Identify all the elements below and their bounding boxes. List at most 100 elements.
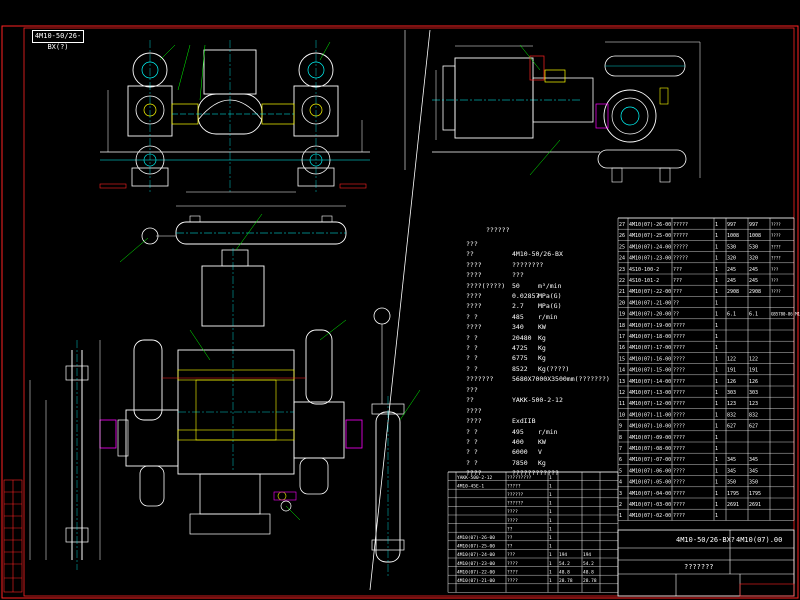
parts-cell-name: ???? xyxy=(673,435,685,441)
spec-key: ???? xyxy=(466,292,482,300)
bottom-cell-code: YAKK-500-2-12 xyxy=(457,475,493,481)
spec-key: ? ? xyxy=(466,448,478,457)
parts-cell-wt: 191 xyxy=(727,368,736,374)
parts-cell-name: ???? xyxy=(673,502,685,508)
parts-cell-qty: 1 xyxy=(715,278,718,284)
bottom-list-table: YAKK-500-2-12?????????14M10-45E-1?????1?… xyxy=(447,471,619,593)
parts-cell-code: 4M10(07)-16-00 xyxy=(629,356,671,362)
parts-cell-wt: 245 xyxy=(727,267,736,273)
parts-cell-mat: ??? xyxy=(771,267,779,272)
spec-key: ??? xyxy=(466,386,478,394)
specs-header: ?????? xyxy=(486,226,510,234)
bottom-cell-qty: 1 xyxy=(549,492,552,498)
parts-cell-name: ???? xyxy=(673,334,685,340)
parts-cell-qty: 1 xyxy=(715,491,718,497)
parts-cell-no: 6 xyxy=(619,457,622,463)
spec-unit: Kg xyxy=(538,344,546,352)
parts-cell-code: 4M10(07)-22-00 xyxy=(629,289,671,295)
parts-cell-wt: 627 xyxy=(727,424,736,430)
parts-cell-no: 22 xyxy=(619,278,625,284)
parts-cell-no: 18 xyxy=(619,323,625,329)
parts-cell-code: 4M10(07)-12-00 xyxy=(629,401,671,407)
spec-row: ??????? xyxy=(466,271,636,280)
parts-cell-wt: 832 xyxy=(727,412,736,418)
spec-key: ? ? xyxy=(466,354,478,363)
spec-value: 340 xyxy=(512,323,524,332)
bottom-cell-qty: 1 xyxy=(549,526,552,532)
parts-cell-code: 4S10-100-2 xyxy=(629,267,659,273)
parts-cell-code: 4M10(07)-06-00 xyxy=(629,468,671,474)
parts-cell-wt: 6.1 xyxy=(727,312,736,318)
parts-cell-wt: 123 xyxy=(727,401,736,407)
parts-cell-no: 15 xyxy=(619,356,625,362)
spec-unit: Kg(????) xyxy=(538,364,570,373)
spec-key: ???? xyxy=(466,469,482,478)
title-drawing-code: 4M10(07).00 xyxy=(736,536,782,544)
parts-cell-name: ??? xyxy=(673,289,682,295)
parts-cell-qty: 1 xyxy=(715,334,718,340)
parts-cell-qty: 1 xyxy=(715,222,718,228)
spec-row: ???????????????? xyxy=(466,469,636,478)
parts-cell-mat: ???? xyxy=(771,244,781,249)
parts-cell-name: ???? xyxy=(673,424,685,430)
title-drawing-id: 4M10-50/26-BX? xyxy=(676,536,735,544)
spec-value: 400 xyxy=(512,438,524,446)
spec-key: ? ? xyxy=(466,458,478,467)
parts-cell-wt: 303 xyxy=(727,390,736,396)
spec-row: ??? xyxy=(466,240,636,249)
bottom-cell-wt: 194 xyxy=(559,552,567,558)
parts-cell-qty: 1 xyxy=(715,345,718,351)
spec-value: ???????? xyxy=(512,260,544,269)
parts-cell-total: 1795 xyxy=(749,491,761,497)
parts-cell-no: 13 xyxy=(619,379,625,385)
bottom-cell-qty: 1 xyxy=(549,475,552,481)
spec-row: ???????5680X7000X3500mm(???????) xyxy=(466,375,636,384)
spec-row: ????ExdIIB xyxy=(466,417,636,426)
spec-value: 495 xyxy=(512,427,524,436)
parts-cell-total: 245 xyxy=(749,278,758,284)
spec-key: ? ? xyxy=(466,312,478,321)
parts-cell-no: 17 xyxy=(619,334,625,340)
spec-key: ???? xyxy=(466,323,482,332)
parts-cell-name: ???? xyxy=(673,345,685,351)
parts-cell-code: 4M10(07)-20-00 xyxy=(629,312,671,318)
spec-key: ? ? xyxy=(466,344,478,352)
technical-specs: ?????? ?????4M10-50/26-BX???????????????… xyxy=(466,226,636,477)
spec-row: ??? xyxy=(466,386,636,395)
parts-cell-name: ???? xyxy=(673,401,685,407)
bottom-cell-code: 4M10(07)-22-00 xyxy=(457,569,495,575)
parts-cell-qty: 1 xyxy=(715,267,718,273)
parts-cell-total: 345 xyxy=(749,468,758,474)
parts-cell-no: 26 xyxy=(619,233,625,239)
parts-cell-code: 4M10(07)-07-00 xyxy=(629,457,671,463)
parts-cell-wt: 345 xyxy=(727,457,736,463)
parts-cell-name: ??? xyxy=(673,267,682,273)
bottom-cell-qty: 1 xyxy=(549,578,552,584)
bottom-cell-name: ???? xyxy=(507,578,518,584)
parts-cell-name: ???? xyxy=(673,323,685,329)
parts-cell-total: 191 xyxy=(749,368,758,374)
parts-cell-name: ???? xyxy=(673,446,685,452)
parts-cell-total: 350 xyxy=(749,480,758,486)
sheet-frame xyxy=(1,25,799,599)
bottom-cell-qty: 1 xyxy=(549,509,552,515)
parts-cell-total: 345 xyxy=(749,457,758,463)
parts-cell-wt: 320 xyxy=(727,256,736,262)
bottom-cell-qty: 1 xyxy=(549,483,552,489)
parts-cell-no: 27 xyxy=(619,222,625,228)
title-drawing-name: ??????? xyxy=(684,563,714,571)
parts-cell-wt: 997 xyxy=(727,222,736,228)
parts-cell-name: ???? xyxy=(673,491,685,497)
spec-key: ???? xyxy=(466,302,482,311)
parts-cell-name: ????? xyxy=(673,222,688,228)
spec-value: 2.7 xyxy=(512,302,524,311)
parts-cell-qty: 1 xyxy=(715,368,718,374)
parts-cell-name: ???? xyxy=(673,468,685,474)
